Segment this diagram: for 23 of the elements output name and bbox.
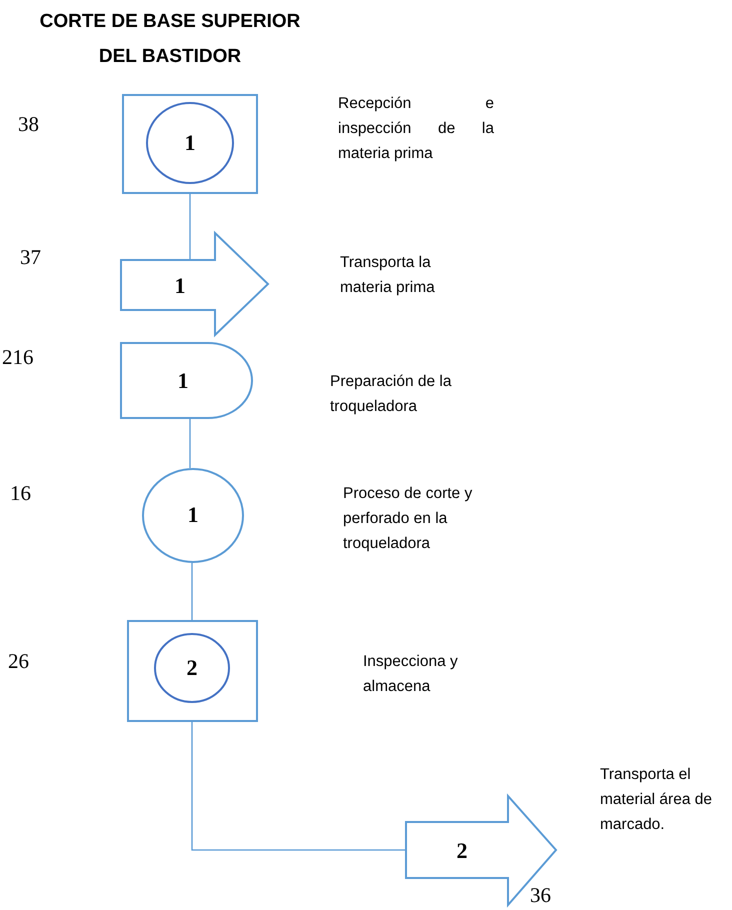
step-description: Preparación de la troqueladora bbox=[330, 372, 452, 417]
step-description: Proceso de corte y perforado en la troqueladora bbox=[343, 484, 474, 554]
time-value: 36 bbox=[530, 884, 551, 908]
time-value: 37 bbox=[20, 246, 41, 270]
connector-line bbox=[191, 563, 193, 620]
step-number: 1 bbox=[184, 132, 196, 154]
time-value: 26 bbox=[8, 650, 29, 674]
connector-line bbox=[189, 418, 191, 468]
step-description: Recepción e inspección de la materia prima bbox=[338, 94, 494, 164]
connector-line bbox=[189, 194, 191, 260]
step-number: 2 bbox=[186, 657, 198, 679]
step-description: Transporta el material área de marcado. bbox=[600, 765, 714, 835]
time-value: 216 bbox=[2, 346, 34, 370]
step-number: 2 bbox=[456, 840, 468, 862]
connector-line bbox=[191, 722, 405, 851]
step-number: 1 bbox=[188, 504, 198, 526]
step-description: Inspecciona y almacena bbox=[363, 652, 458, 697]
diagram-title: CORTE DE BASE SUPERIOR DEL BASTIDOR bbox=[38, 10, 302, 69]
step-description: Transporta la materia prima bbox=[340, 253, 436, 298]
time-value: 38 bbox=[18, 113, 39, 136]
step-number: 1 bbox=[178, 370, 188, 392]
step-number: 1 bbox=[174, 275, 186, 297]
time-value: 16 bbox=[10, 482, 31, 506]
